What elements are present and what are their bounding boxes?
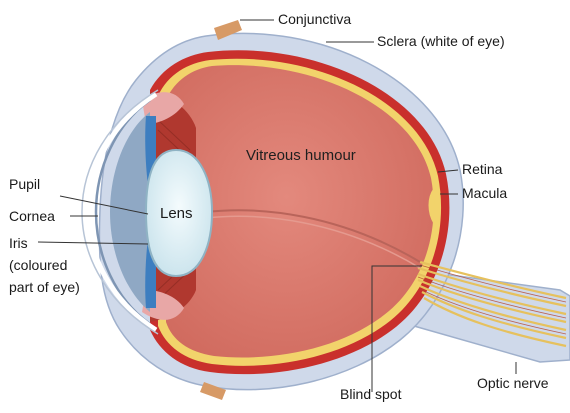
label-iris-line3: part of eye) xyxy=(9,279,80,296)
label-blind-spot: Blind spot xyxy=(340,386,401,403)
label-conjunctiva: Conjunctiva xyxy=(278,11,351,28)
label-iris: Iris xyxy=(9,235,28,252)
label-cornea: Cornea xyxy=(9,208,55,225)
label-pupil: Pupil xyxy=(9,176,40,193)
label-vitreous-humour: Vitreous humour xyxy=(246,147,356,164)
label-optic-nerve: Optic nerve xyxy=(477,375,549,392)
label-iris-line2: (coloured xyxy=(9,257,67,274)
label-macula: Macula xyxy=(462,185,507,202)
label-sclera: Sclera (white of eye) xyxy=(377,33,505,50)
label-lens: Lens xyxy=(160,205,193,222)
label-retina: Retina xyxy=(462,161,502,178)
